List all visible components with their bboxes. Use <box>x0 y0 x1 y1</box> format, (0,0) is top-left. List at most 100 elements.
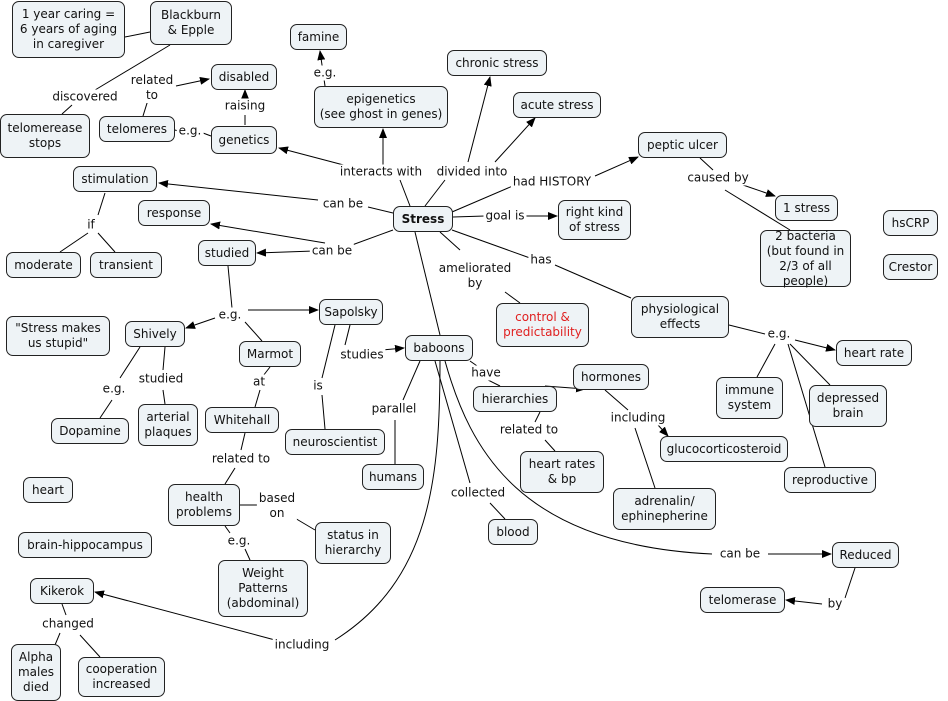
connector-line <box>487 379 501 387</box>
link-label-eg2: e.g. <box>311 65 339 81</box>
concept-disabled[interactable]: disabled <box>211 64 277 90</box>
connector-line <box>728 324 766 335</box>
concept-kikerok[interactable]: Kikerok <box>30 578 94 604</box>
concept-adrenalin[interactable]: adrenalin/ ephinepherine <box>613 488 716 530</box>
concept-humans[interactable]: humans <box>362 464 424 490</box>
concept-bacteria[interactable]: 2 bacteria (but found in 2/3 of all peop… <box>760 229 851 288</box>
concept-heartrate[interactable]: heart rate <box>836 340 912 366</box>
concept-sapolsky[interactable]: Sapolsky <box>319 299 383 325</box>
connector-line <box>124 31 151 38</box>
connector-line <box>489 502 506 520</box>
link-label-collected: collected <box>448 485 508 501</box>
concept-status[interactable]: status in hierarchy <box>315 522 391 564</box>
concept-arterial[interactable]: arterial plaques <box>138 404 198 446</box>
concept-control[interactable]: control & predictability <box>496 303 589 347</box>
concept-telomeres[interactable]: telomeres <box>99 116 175 142</box>
connector-line <box>634 427 656 489</box>
link-label-including1: including <box>608 410 668 426</box>
concept-weight[interactable]: Weight Patterns (abdominal) <box>218 560 308 617</box>
link-label-canbe3: can be <box>717 546 763 562</box>
connector-line <box>604 389 629 411</box>
connector-line <box>399 179 411 207</box>
connector-line <box>240 432 246 451</box>
concept-stupid[interactable]: "Stress makes us stupid" <box>6 316 110 356</box>
connector-line <box>61 603 67 616</box>
link-label-if: if <box>85 217 97 233</box>
concept-hierarchies[interactable]: hierarchies <box>473 386 557 412</box>
concept-gluco[interactable]: glucocorticosteroid <box>660 436 788 462</box>
concept-heartrates[interactable]: heart rates & bp <box>520 451 604 493</box>
concept-physio[interactable]: physiological effects <box>631 296 729 338</box>
link-label-goalis: goal is <box>483 208 527 224</box>
arrow-connector <box>657 424 669 437</box>
concept-transient[interactable]: transient <box>90 252 162 278</box>
concept-heart[interactable]: heart <box>23 477 73 503</box>
connector-line <box>79 634 101 658</box>
concept-epigenetics[interactable]: epigenetics (see ghost in genes) <box>314 86 448 128</box>
concept-genetics[interactable]: genetics <box>211 126 277 154</box>
concept-health[interactable]: health problems <box>168 484 240 526</box>
concept-reproductive[interactable]: reproductive <box>784 467 876 493</box>
concept-response[interactable]: response <box>138 200 210 226</box>
concept-coop[interactable]: cooperation increased <box>78 657 165 697</box>
concept-studied[interactable]: studied <box>198 240 256 266</box>
concept-alpha[interactable]: Alpha males died <box>11 644 61 701</box>
connector-line <box>94 44 171 91</box>
concept-baboons[interactable]: baboons <box>405 335 473 361</box>
link-label-history: had HISTORY <box>510 174 594 190</box>
concept-neuro[interactable]: neuroscientist <box>285 429 385 455</box>
link-label-ameliorated: ameliorated by <box>436 261 514 291</box>
connector-line <box>202 132 212 137</box>
concept-telstops[interactable]: telomerease stops <box>0 114 90 158</box>
concept-whitehall[interactable]: Whitehall <box>205 407 279 433</box>
connector-line <box>244 321 263 342</box>
concept-acute[interactable]: acute stress <box>513 92 601 118</box>
concept-reduced[interactable]: Reduced <box>832 542 899 568</box>
concept-crestor[interactable]: Crestor <box>883 254 938 280</box>
connector-line <box>451 184 516 213</box>
link-label-discovered: discovered <box>50 89 120 105</box>
arrow-connector <box>175 76 210 87</box>
concept-hippo[interactable]: brain-hippocampus <box>18 532 152 558</box>
connector-line <box>434 360 471 484</box>
concept-hscrp[interactable]: hsCRP <box>883 210 938 236</box>
concept-marmot[interactable]: Marmot <box>239 341 301 367</box>
arrow-connector <box>94 590 276 641</box>
concept-dopamine[interactable]: Dopamine <box>51 418 129 444</box>
link-label-studied2: studied <box>136 371 186 387</box>
concept-depressed[interactable]: depressed brain <box>809 385 887 427</box>
connector-curve <box>444 360 713 555</box>
link-label-eg4: e.g. <box>765 326 793 342</box>
link-label-divided: divided into <box>434 164 510 180</box>
concept-telomerase[interactable]: telomerase <box>700 587 785 613</box>
concept-hormones[interactable]: hormones <box>573 364 649 390</box>
link-label-eg1: e.g. <box>176 123 204 139</box>
concept-famine[interactable]: famine <box>290 24 347 50</box>
link-label-eg3: e.g. <box>216 307 244 323</box>
concept-blackburn[interactable]: Blackburn & Epple <box>150 1 232 45</box>
concept-peptic[interactable]: peptic ulcer <box>638 132 727 158</box>
arrow-connector <box>494 117 536 163</box>
concept-shively[interactable]: Shively <box>125 321 185 347</box>
concept-moderate[interactable]: moderate <box>6 252 81 278</box>
link-label-causedby: caused by <box>685 170 751 186</box>
concept-caring[interactable]: 1 year caring = 6 years of aging in care… <box>12 1 125 58</box>
connector-line <box>504 291 521 304</box>
connector-line <box>162 346 166 371</box>
link-label-canbe2: can be <box>309 243 355 259</box>
connector-line <box>351 229 394 246</box>
concept-onestress[interactable]: 1 stress <box>775 195 838 221</box>
arrow-connector <box>739 183 776 197</box>
connector-line <box>699 157 714 171</box>
link-label-canbe1: can be <box>320 196 366 212</box>
link-label-relatedto3: related to <box>209 451 273 467</box>
concept-immune[interactable]: immune system <box>716 377 783 419</box>
arrow-connector <box>794 339 836 352</box>
concept-stress[interactable]: Stress <box>393 206 453 232</box>
concept-chronic[interactable]: chronic stress <box>447 50 547 76</box>
concept-stimulation[interactable]: stimulation <box>73 166 157 192</box>
concept-rightkind[interactable]: right kind of stress <box>558 200 631 240</box>
concept-blood[interactable]: blood <box>488 519 538 545</box>
